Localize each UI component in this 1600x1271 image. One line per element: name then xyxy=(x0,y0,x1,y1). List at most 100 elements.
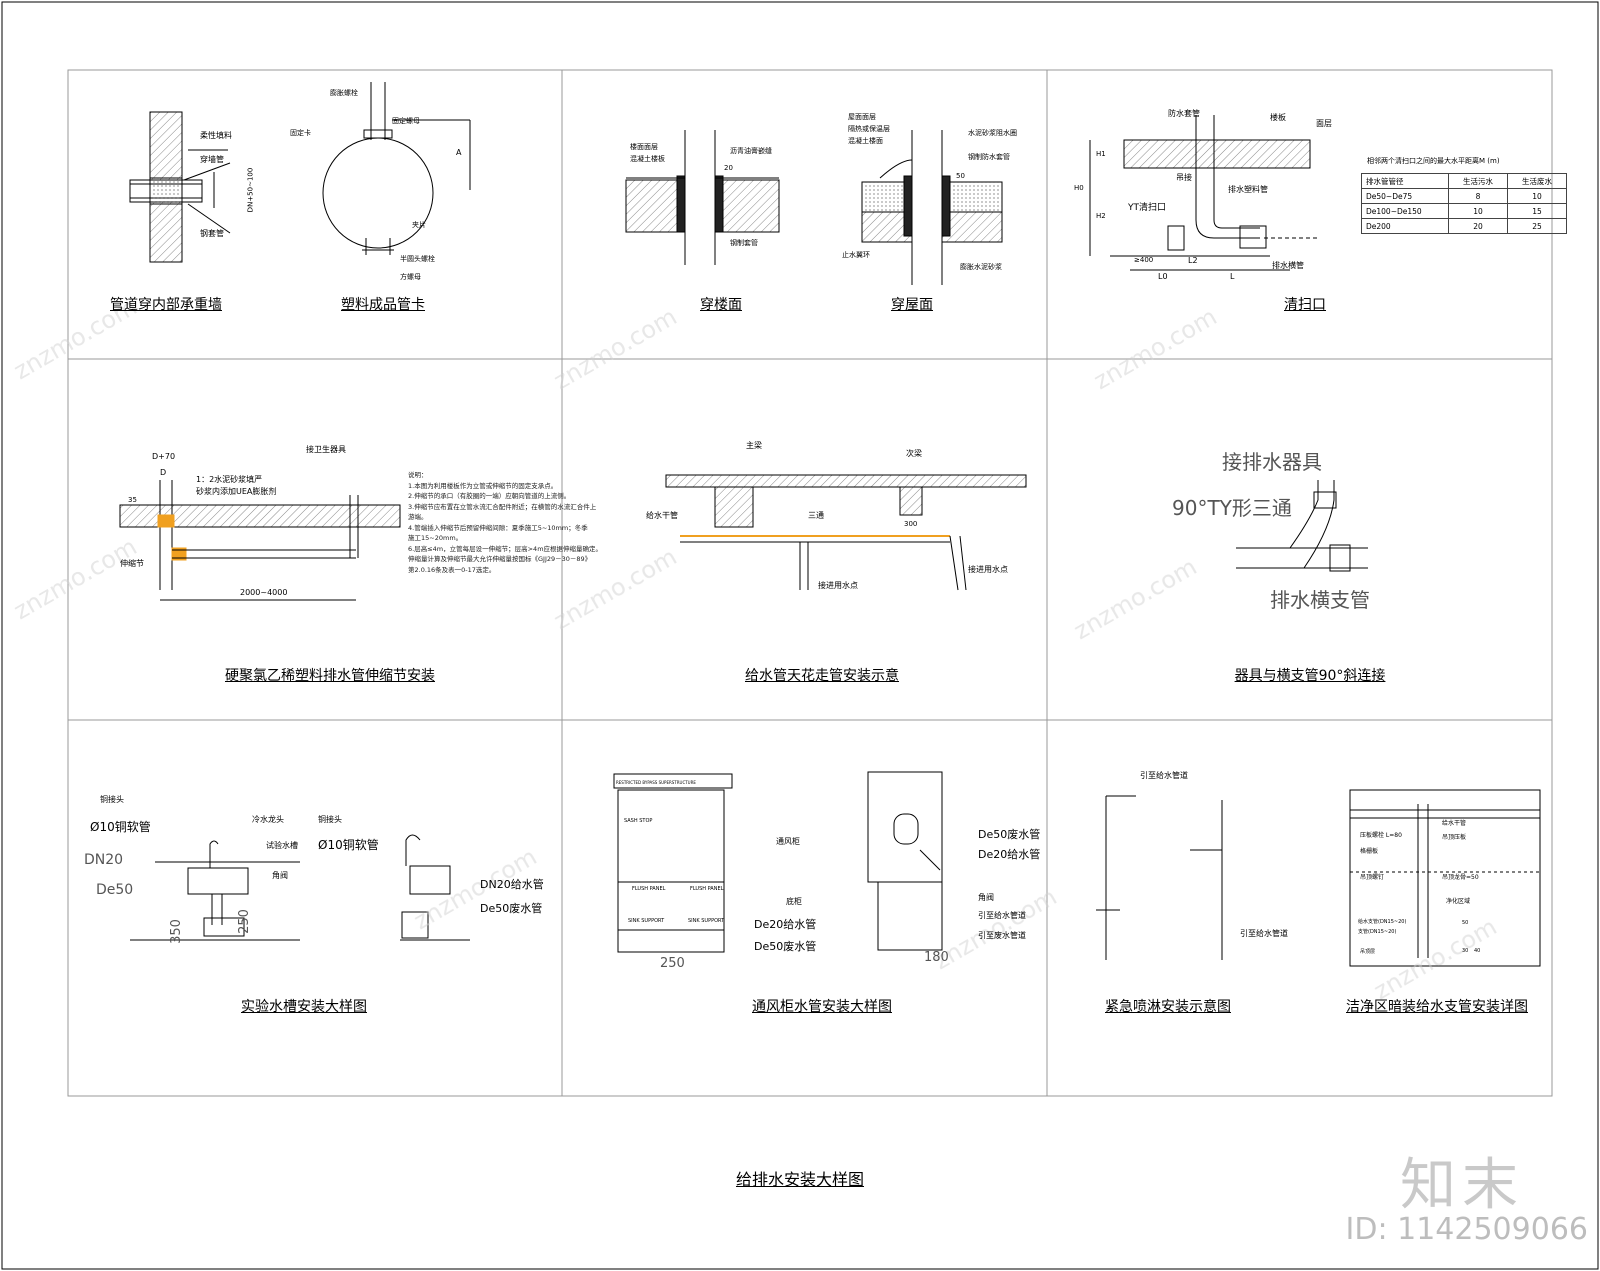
label-drain-pipe: 排水塑料管 xyxy=(1228,185,1268,194)
table-cell: 15 xyxy=(1507,203,1567,219)
table-row: De50~De75 8 10 xyxy=(1361,188,1567,204)
note-line: 施工15~20mm。 xyxy=(408,534,463,542)
label-de50-waste: De50废水管 xyxy=(480,902,543,915)
label-wall-pipe: 穿墙管 xyxy=(200,155,224,164)
label-test-sink: 试验水槽 xyxy=(266,841,298,850)
title-pipe-clamp: 塑料成品管卡 xyxy=(341,297,425,313)
label-fixing-clip: 固定卡 xyxy=(290,129,311,137)
label-dim-180: 180 xyxy=(924,950,949,965)
label-sink-support-1: SINK SUPPORT xyxy=(628,918,665,924)
label-expansion-mortar: 膨胀水泥砂浆 xyxy=(960,263,1002,271)
label-floor-surface: 楼面面层 xyxy=(630,143,658,151)
title-wall-penetration: 管道穿内部承重墙 xyxy=(110,297,222,313)
note-line: 4.管端插入伸缩节后预留伸缩间隙：夏季施工5~10mm；冬季 xyxy=(408,523,588,532)
title-lab-sink: 实验水槽安装大样图 xyxy=(241,999,367,1015)
table-cell: De200 xyxy=(1361,218,1449,234)
label-copper-hose-2: Ø10铜软管 xyxy=(318,838,379,852)
svg-text:znzmo.com: znzmo.com xyxy=(929,882,1062,975)
table-cell: 10 xyxy=(1507,188,1567,204)
label-to-outlet-2: 接进用水点 xyxy=(968,565,1008,574)
label-copper-joint: 铜接头 xyxy=(100,795,124,804)
svg-text:znzmo.com: znzmo.com xyxy=(1069,552,1202,645)
title-ceiling-pipe: 给水管天花走管安装示意 xyxy=(745,668,899,684)
detail-lab-sink xyxy=(130,834,470,941)
label-l2: L2 xyxy=(1188,256,1198,265)
label-h0: H0 xyxy=(1074,184,1084,192)
label-press-bolt: 压板螺栓 L=80 xyxy=(1360,832,1402,839)
label-ceiling-keel: 吊顶龙骨=50 xyxy=(1442,874,1479,881)
label-dim-40: 40 xyxy=(1474,948,1481,954)
image-id: ID: 1142509066 xyxy=(1345,1212,1588,1247)
label-expansion-bolt: 膨胀螺栓 xyxy=(330,89,358,97)
label-water-main: 给水干管 xyxy=(646,511,678,520)
label-steel-sleeve-floor: 钢制套管 xyxy=(730,239,758,247)
label-angle-valve-hood: 角阀 xyxy=(978,893,994,902)
grid-frame xyxy=(67,69,1553,1097)
label-horizontal-drain: 排水横管 xyxy=(1272,261,1304,270)
title-ty-connection: 器具与横支管90°斜连接 xyxy=(1234,668,1386,684)
detail-eyewash xyxy=(1096,795,1223,960)
label-d70: D+70 xyxy=(152,452,176,461)
label-de20-supply-hood: De20给水管 xyxy=(978,848,1041,861)
svg-text:znzmo.com: znzmo.com xyxy=(9,532,142,625)
label-fixing-nut: 固定螺母 xyxy=(392,117,420,125)
watermark-pattern: znzmo.com znzmo.com znzmo.com znzmo.com … xyxy=(9,292,1502,1005)
label-expansion-joint: 伸缩节 xyxy=(120,559,144,568)
label-tee: 三通 xyxy=(808,511,824,520)
table-row: De200 20 25 xyxy=(1361,218,1567,234)
label-dim-20: 20 xyxy=(724,164,733,172)
label-d: D xyxy=(160,468,167,477)
label-steel-sleeve: 钢套管 xyxy=(200,229,224,238)
cleanout-distance-table: 排水管管径 生活污水 生活废水 De50~De75 8 10 De100~De1… xyxy=(1361,173,1567,234)
label-dim-a: A xyxy=(456,148,462,157)
label-dim-50-clean: 50 xyxy=(1462,920,1469,926)
label-sink-support-2: SINK SUPPORT xyxy=(688,918,725,924)
svg-text:znzmo.com: znzmo.com xyxy=(549,302,682,395)
label-grille: 格栅板 xyxy=(1360,848,1379,855)
label-min-400: ≥400 xyxy=(1134,256,1154,264)
label-dim-250: 250 xyxy=(236,909,252,934)
label-de20-supply-front: De20给水管 xyxy=(754,918,817,931)
label-to-fixture-ty: 接排水器具 xyxy=(1222,450,1322,474)
label-flush-panel-1: FLUSH PANEL xyxy=(632,886,666,892)
label-ceiling-layer: 吊顶层 xyxy=(1360,949,1376,955)
label-ty-tee: 90°TY形三通 xyxy=(1172,496,1292,520)
label-mortar-ring: 水泥砂浆阻水圈 xyxy=(968,129,1017,137)
detail-roof-penetration xyxy=(861,130,1003,285)
label-fume-hood: 通风柜 xyxy=(776,837,800,846)
label-restricted-bypass: RESTRICTED BYPASS SUPERSTRUCTURE xyxy=(616,780,696,785)
note-line: 6.层高≤4m，立管每层设一伸缩节；层高>4m应根据伸缩量确定。 xyxy=(408,544,603,553)
table-cell: De50~De75 xyxy=(1361,188,1449,204)
note-line: 2.伸缩节的承口（有胶圈的一端）应朝向管道的上流侧。 xyxy=(408,492,571,500)
label-de50-waste-front: De50废水管 xyxy=(754,940,817,953)
label-to-supply: 引至给水管道 xyxy=(978,911,1026,920)
label-dim-50: 50 xyxy=(956,172,965,180)
label-de50-waste-hood: De50废水管 xyxy=(978,828,1041,841)
label-dim-35: 35 xyxy=(128,496,137,504)
label-surface: 面层 xyxy=(1316,119,1332,128)
label-insulation: 隔热或保温层 xyxy=(848,125,890,133)
label-dn20: DN20 xyxy=(84,852,124,868)
table-cell: 10 xyxy=(1448,203,1508,219)
label-clean-area: 净化区域 xyxy=(1446,898,1471,905)
table-header-row: 排水管管径 生活污水 生活废水 xyxy=(1361,173,1567,189)
table-header-cell: 排水管管径 xyxy=(1361,173,1449,189)
detail-pipe-clamp xyxy=(322,82,471,255)
title-fume-hood: 通风柜水管安装大样图 xyxy=(752,999,892,1015)
label-to-supply-eyewash-1: 引至给水管道 xyxy=(1140,771,1188,780)
label-dim-300: 300 xyxy=(904,520,918,528)
label-roof-surface: 屋面面层 xyxy=(848,113,876,121)
detail-ty-connection xyxy=(1236,480,1368,572)
label-de50: De50 xyxy=(96,882,134,898)
sheet-title: 给排水安装大样图 xyxy=(735,1170,865,1189)
label-l0: L0 xyxy=(1158,272,1168,281)
title-floor-penetration: 穿楼面 xyxy=(700,297,742,313)
title-expansion-joint: 硬聚氯乙稀塑料排水管伸缩节安装 xyxy=(225,668,435,684)
label-dim-350: 350 xyxy=(168,919,184,944)
svg-text:znzmo.com: znzmo.com xyxy=(1369,912,1502,1005)
expansion-notes: 说明： 1.本图为利用楼板作为立管或伸缩节的固定支承点。 2.伸缩节的承口（有胶… xyxy=(408,470,604,575)
note-line: 1.本图为利用楼板作为立管或伸缩节的固定支承点。 xyxy=(408,481,558,490)
label-base-cabinet: 底柜 xyxy=(786,897,802,906)
